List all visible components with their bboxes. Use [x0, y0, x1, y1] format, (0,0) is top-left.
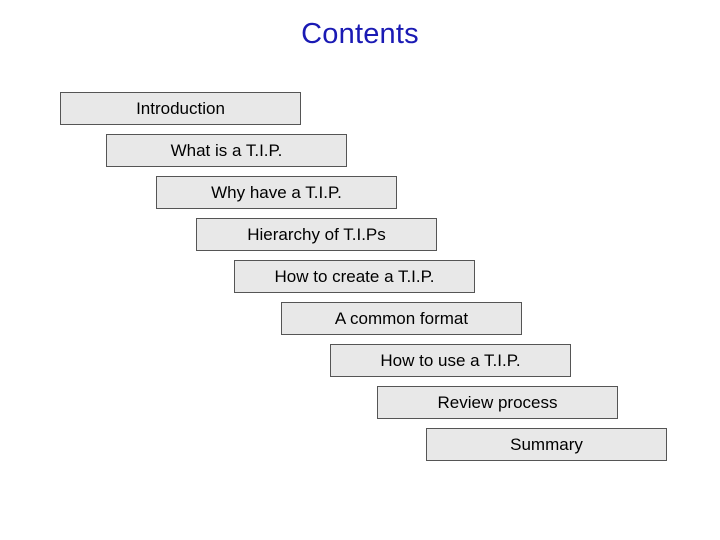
contents-item[interactable]: Introduction: [60, 92, 301, 125]
contents-item[interactable]: A common format: [281, 302, 522, 335]
contents-item[interactable]: How to use a T.I.P.: [330, 344, 571, 377]
contents-item[interactable]: Summary: [426, 428, 667, 461]
contents-item[interactable]: Hierarchy of T.I.Ps: [196, 218, 437, 251]
page-title: Contents: [301, 18, 419, 50]
contents-item[interactable]: How to create a T.I.P.: [234, 260, 475, 293]
contents-item[interactable]: What is a T.I.P.: [106, 134, 347, 167]
contents-item[interactable]: Why have a T.I.P.: [156, 176, 397, 209]
contents-item[interactable]: Review process: [377, 386, 618, 419]
